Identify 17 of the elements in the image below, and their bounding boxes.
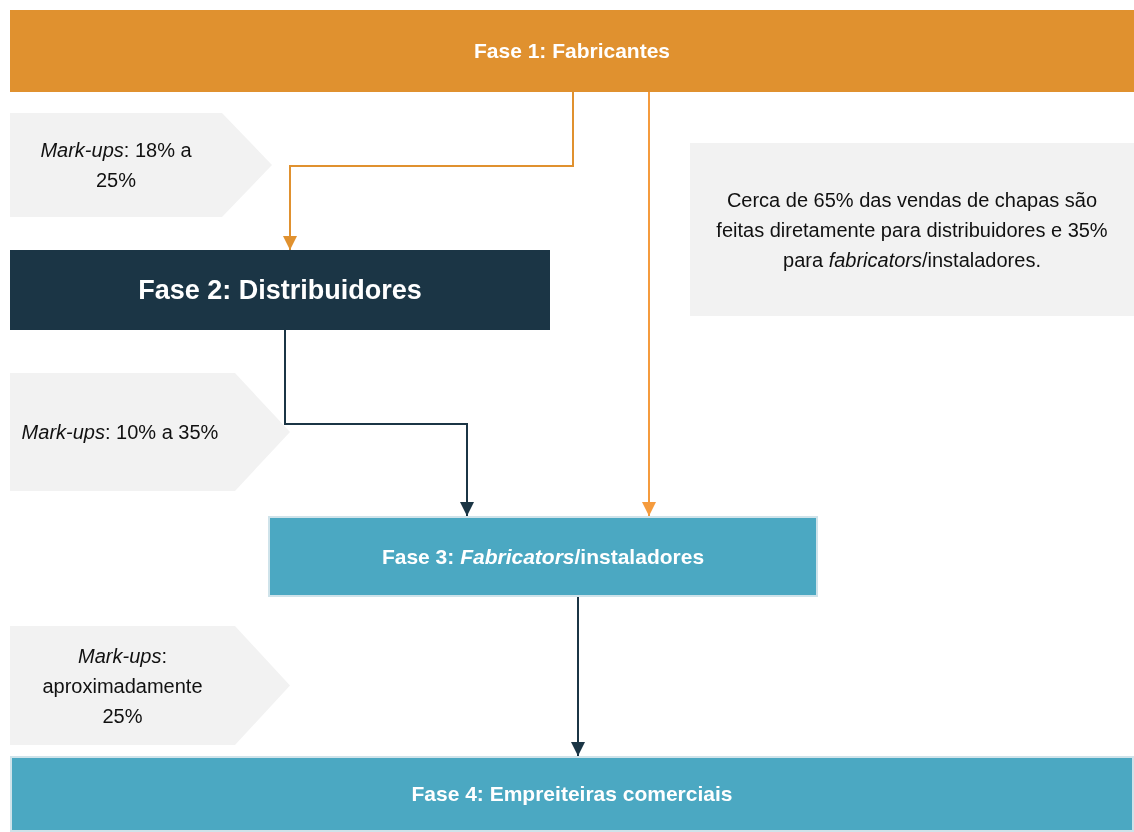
phase-title: Fase 1: Fabricantes xyxy=(473,38,671,64)
phase-banner xyxy=(10,756,1134,832)
phase-box xyxy=(10,250,550,330)
markup-text: Mark-ups: 10% a 35% xyxy=(21,420,219,445)
phase-title: Fase 4: Empreiteiras comerciais xyxy=(411,781,733,807)
note-text: Cerca de 65% das vendas de chapas são feitas diretamente para distribuidores e 35% para fabricators/instaladores. xyxy=(715,187,1109,273)
arrow xyxy=(283,91,574,251)
phase-box xyxy=(268,516,818,597)
phase-banner xyxy=(10,10,1134,92)
markup-text: Mark-ups: 18% a 25% xyxy=(39,138,193,193)
arrow xyxy=(284,329,474,517)
phase-title: Fase 2: Distribuidores xyxy=(138,273,422,307)
phase-title: Fase 3: Fabricators/instaladores xyxy=(381,543,705,570)
markup-tag xyxy=(10,373,290,491)
markup-text: Mark-ups: aproximadamente 25% xyxy=(41,643,204,729)
arrow xyxy=(571,596,585,757)
arrow xyxy=(642,91,656,517)
